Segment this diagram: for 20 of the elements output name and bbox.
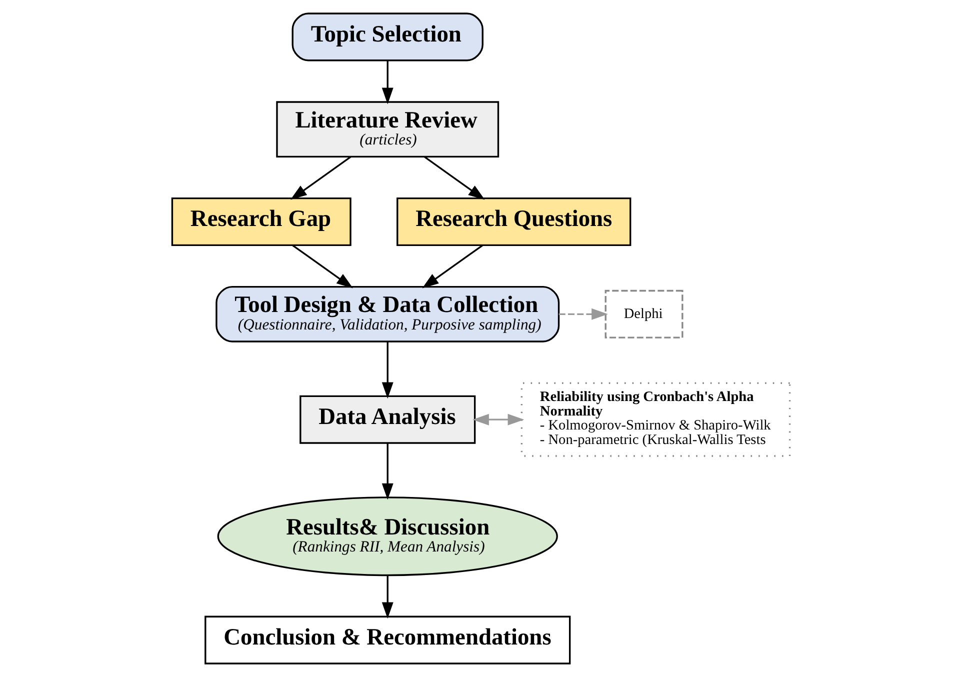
arrow	[558, 308, 608, 320]
arrow	[422, 244, 483, 288]
node-box: Research Gap	[170, 197, 351, 246]
node-box: Data Analysis	[299, 395, 476, 444]
node-box: Conclusion & Recommendations	[204, 616, 570, 664]
node-box: Tool Design & Data Collection (Questionnaire, Validation, Purposive sampling)	[215, 286, 560, 342]
arrow	[381, 443, 393, 500]
node-ellipse: Results& Discussion (Rankings RII, Mean Analysis)	[216, 496, 558, 576]
node-box: Delphi	[604, 290, 683, 338]
node-box: Research Questions	[396, 197, 631, 246]
arrow	[290, 156, 351, 200]
arrow	[423, 156, 484, 200]
node-box: Literature Review (articles)	[276, 101, 499, 158]
node-box: Topic Selection	[291, 12, 483, 62]
arrow	[381, 60, 393, 104]
arrow	[381, 575, 393, 619]
node-box: Reliability using Cronbach's Alpha Normality - Kolmogorov-Smirnov & Shapiro-Wilk - Non-parametric (Kruskal-Wallis Tests	[520, 382, 790, 457]
arrow	[381, 342, 393, 399]
arrow	[472, 414, 524, 426]
arrow	[292, 244, 353, 288]
